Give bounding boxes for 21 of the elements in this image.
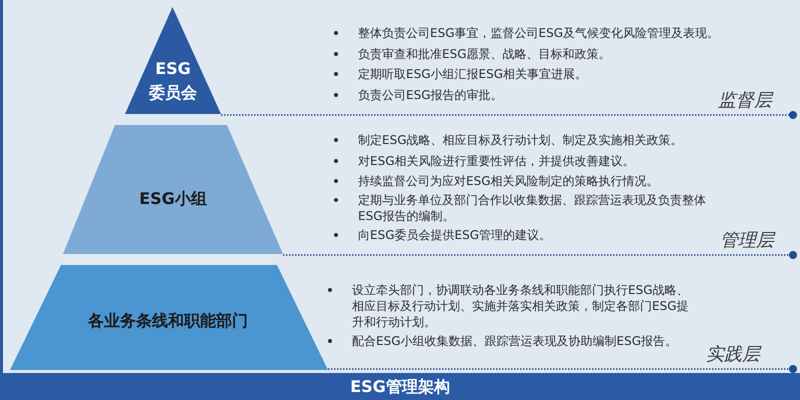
diagram-title: ESG管理架构 [350, 376, 450, 396]
tier-label: ESG小组 [139, 188, 207, 210]
tier-label: ESG委员会 [148, 58, 198, 104]
bullet-text: 设立牵头部门，协调联动各业务条线和职能部门执行ESG战略、相应目标及行动计划、实施并落实相关政策，制定各部门ESG提升和行动计划。 [352, 282, 690, 330]
bullet-text: 整体负责公司ESG事宜，监督公司ESG及气候变化风险管理及表现。 [358, 25, 719, 41]
bullet-text: 负责公司ESG报告的审批。 [358, 87, 502, 103]
layer-label: 监督层 [718, 90, 772, 112]
bullet-text: 持续监督公司为应对ESG相关风险制定的策略执行情况。 [358, 173, 658, 189]
pyramid-tier [125, 7, 221, 114]
pyramid-tier [63, 125, 283, 254]
bullet-text: 制定ESG战略、相应目标及行动计划、制定及实施相关政策。 [358, 132, 682, 148]
bullet-text: 配合ESG小组收集数据、跟踪营运表现及协助编制ESG报告。 [352, 333, 677, 349]
bullet-text: 定期与业务单位及部门合作以收集数据、跟踪营运表现及负责整体ESG报告的编制。 [358, 192, 707, 224]
bullet-text: 对ESG相关风险进行重要性评估，并提供改善建议。 [358, 153, 634, 169]
bullet-text: 定期听取ESG小组汇报ESG相关事宜进展。 [358, 66, 587, 82]
bullet-text: 负责审查和批准ESG愿景、战略、目标和政策。 [358, 46, 610, 62]
layer-label: 实践层 [706, 344, 760, 366]
layer-label: 管理层 [720, 230, 774, 252]
pyramid-tier [10, 265, 328, 370]
bullet-text: 向ESG委员会提供ESG管理的建议。 [358, 227, 551, 243]
tier-label: 各业务条线和职能部门 [88, 310, 248, 332]
